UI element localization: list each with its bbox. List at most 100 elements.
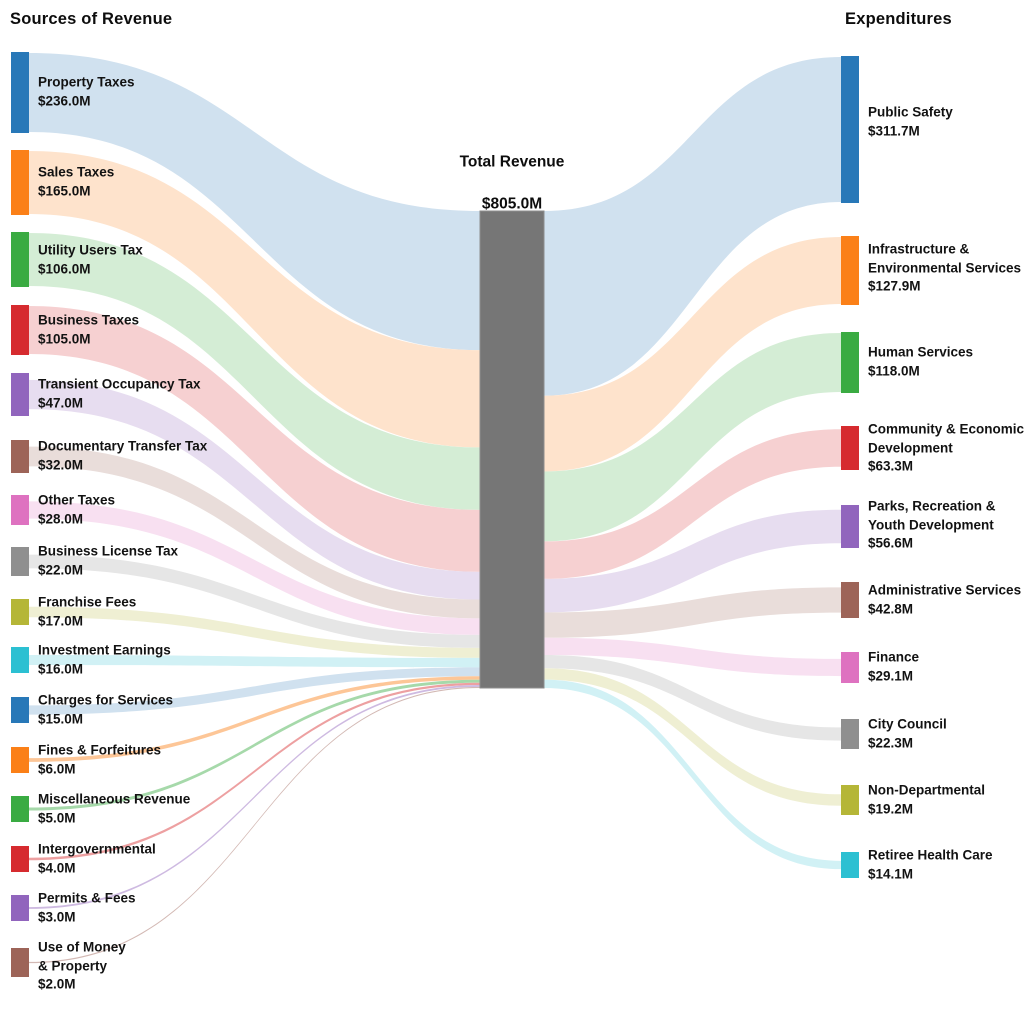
flow-expenditure	[544, 655, 841, 741]
source-label-transient-occupancy-tax: Transient Occupancy Tax $47.0M	[38, 376, 201, 413]
source-value: $106.0M	[38, 261, 91, 276]
source-node	[11, 697, 29, 723]
source-name: Miscellaneous Revenue	[38, 791, 191, 807]
flow-source	[29, 676, 480, 762]
expenditure-label-non-departmental: Non-Departmental $19.2M	[868, 782, 985, 819]
source-value: $105.0M	[38, 331, 91, 346]
source-node	[11, 305, 29, 355]
source-name: Other Taxes	[38, 492, 116, 508]
flow-source	[29, 233, 480, 510]
source-value: $2.0M	[38, 976, 76, 992]
source-label-property-taxes: Property Taxes$236.0M	[38, 74, 135, 111]
source-name: Fines & Forfeitures	[38, 742, 162, 758]
expenditure-name: Community & Economic Development	[868, 421, 1024, 455]
source-label-other-taxes: Other Taxes $28.0M	[38, 492, 115, 529]
source-name: Documentary Transfer Tax	[38, 438, 208, 454]
source-value: $47.0M	[38, 395, 84, 410]
center-node-value: $805.0M	[481, 195, 543, 213]
flow-source	[29, 606, 480, 658]
source-value: $6.0M	[38, 761, 76, 776]
center-node-label: Total Revenue $805.0M	[460, 131, 565, 236]
flow-source	[29, 554, 480, 648]
source-label-miscellaneous-revenue: Miscellaneous Revenue$5.0M	[38, 791, 190, 828]
source-node	[11, 895, 29, 921]
flow-source	[29, 446, 480, 619]
source-label-permits-fees: Permits & Fees $3.0M	[38, 890, 136, 927]
source-label-charges-for-services: Charges for Services $15.0M	[38, 692, 173, 729]
flow-source	[29, 679, 480, 811]
expenditure-name: Public Safety	[868, 104, 953, 120]
flow-source	[29, 151, 480, 448]
source-label-business-license-tax: Business License Tax$22.0M	[38, 543, 178, 580]
source-value: $22.0M	[38, 562, 84, 577]
flow-expenditure	[544, 587, 841, 638]
right-column-header: Expenditures	[845, 10, 952, 28]
source-node	[11, 796, 29, 822]
source-node	[11, 547, 29, 576]
flow-source	[29, 685, 480, 909]
expenditure-name: Non-Departmental	[868, 782, 986, 798]
source-label-fines-forfeitures: Fines & Forfeitures $6.0M	[38, 742, 161, 779]
source-name: Charges for Services	[38, 692, 174, 708]
center-node-title: Total Revenue	[459, 153, 565, 171]
expenditure-value: $311.7M	[868, 123, 920, 138]
flow-source	[29, 306, 480, 572]
expenditure-label-parks-recreation-youth: Parks, Recreation & Youth Development$56…	[868, 497, 996, 553]
expenditure-label-community-economic-development: Community & Economic Development $63.3M	[868, 420, 1024, 476]
source-label-business-taxes: Business Taxes$105.0M	[38, 312, 139, 349]
source-value: $165.0M	[38, 183, 91, 198]
flow-expenditure	[544, 637, 841, 677]
source-node	[11, 150, 29, 215]
source-name: Permits & Fees	[38, 890, 136, 906]
source-value: $4.0M	[38, 860, 76, 875]
expenditure-name: Administrative Services	[868, 582, 1022, 598]
source-node	[11, 599, 29, 625]
expenditure-name: Parks, Recreation & Youth Development	[868, 498, 996, 532]
source-node	[11, 846, 29, 872]
flow-expenditure	[544, 57, 841, 396]
source-node	[11, 747, 29, 773]
source-name: Transient Occupancy Tax	[38, 376, 201, 392]
expenditure-name: Retiree Health Care	[868, 847, 993, 863]
flow-source	[29, 379, 480, 600]
source-value: $3.0M	[38, 909, 76, 924]
source-node	[11, 232, 29, 287]
source-label-intergovernmental: Intergovernmental$4.0M	[38, 841, 156, 878]
source-label-documentary-transfer-tax: Documentary Transfer Tax$32.0M	[38, 438, 207, 475]
expenditure-node	[841, 719, 859, 749]
expenditure-value: $29.1M	[868, 668, 914, 683]
flow-expenditure	[544, 668, 841, 806]
expenditure-node	[841, 852, 859, 878]
expenditure-label-infrastructure-environmental: Infrastructure & Environmental Services$…	[868, 240, 1021, 296]
expenditure-name: Finance	[868, 649, 920, 665]
expenditure-label-public-safety: Public Safety $311.7M	[868, 104, 953, 141]
expenditure-value: $22.3M	[868, 735, 914, 750]
source-node	[11, 948, 29, 977]
flow-expenditure	[544, 333, 841, 542]
source-label-franchise-fees: Franchise Fees$17.0M	[38, 594, 136, 631]
source-value: $17.0M	[38, 613, 84, 628]
source-label-use-of-money-property: Use of Money & Property $2.0M	[38, 938, 126, 994]
expenditure-label-finance: Finance $29.1M	[868, 649, 919, 686]
expenditure-value: $42.8M	[868, 601, 914, 616]
expenditure-node	[841, 426, 859, 470]
source-value: $16.0M	[38, 661, 84, 676]
expenditure-node	[841, 652, 859, 683]
expenditure-node	[841, 582, 859, 618]
source-name: Sales Taxes	[38, 164, 115, 180]
source-value: $15.0M	[38, 711, 84, 726]
flow-expenditure	[544, 429, 841, 579]
flow-source	[29, 686, 480, 964]
source-value: $28.0M	[38, 511, 84, 526]
expenditure-value: $19.2M	[868, 801, 914, 816]
expenditure-value: $63.3M	[868, 458, 914, 474]
source-name: Use of Money & Property	[38, 939, 126, 973]
source-name: Utility Users Tax	[38, 242, 143, 258]
flow-source	[29, 53, 480, 351]
expenditure-node	[841, 785, 859, 815]
source-node	[11, 373, 29, 416]
source-name: Investment Earnings	[38, 642, 171, 658]
source-name: Property Taxes	[38, 74, 135, 90]
source-label-utility-users-tax: Utility Users Tax $106.0M	[38, 242, 143, 279]
expenditure-node	[841, 332, 859, 393]
